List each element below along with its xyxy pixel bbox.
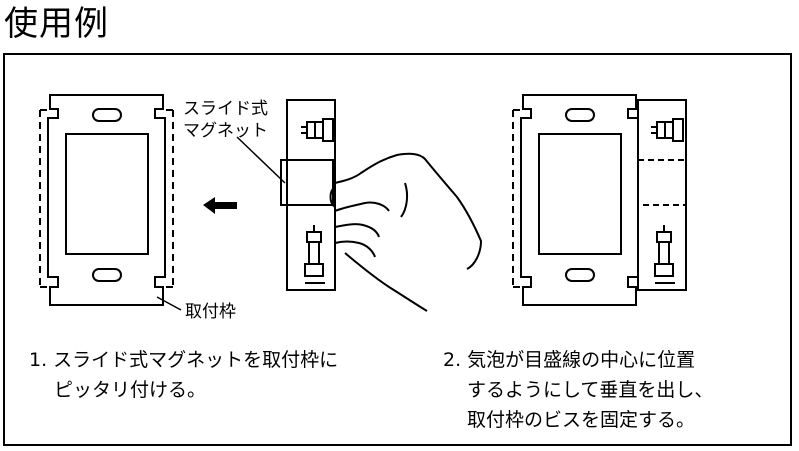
level-step1: [236, 99, 336, 291]
frame-label-leader: [156, 296, 182, 311]
step1-caption-line1: 1. スライド式マグネットを取付枠に: [29, 349, 339, 371]
mounting-frame-step1: [39, 94, 174, 306]
page-title: 使用例: [4, 4, 109, 44]
step2-caption: 2. 気泡が目盛線の中心に位置 するようにして垂直を出し、 取付枠のビスを固定す…: [443, 345, 713, 435]
usage-example-panel: スライド式 マグネット 取付枠 1. スライド式マグネットを取付枠に ピッタリ付…: [3, 53, 792, 446]
step1-caption: 1. スライド式マグネットを取付枠に ピッタリ付ける。: [29, 345, 338, 405]
usage-illustration: スライド式 マグネット 取付枠: [39, 94, 687, 322]
frame-label: 取付枠: [185, 302, 236, 322]
mounting-frame-step2: [512, 94, 639, 306]
step2-caption-line1: 2. 気泡が目盛線の中心に位置: [443, 349, 696, 371]
arrow-left-icon: [203, 197, 237, 214]
hand-illustration: [329, 152, 483, 312]
step2-caption-line2: するようにして垂直を出し、: [467, 379, 714, 401]
magnet-label-line1: スライド式: [183, 99, 268, 119]
step1-caption-line2: ピッタリ付ける。: [54, 379, 207, 401]
step2-caption-line3: 取付枠のビスを固定する。: [467, 409, 696, 431]
magnet-label-line2: マグネット: [183, 121, 268, 141]
level-step2: [637, 99, 687, 291]
